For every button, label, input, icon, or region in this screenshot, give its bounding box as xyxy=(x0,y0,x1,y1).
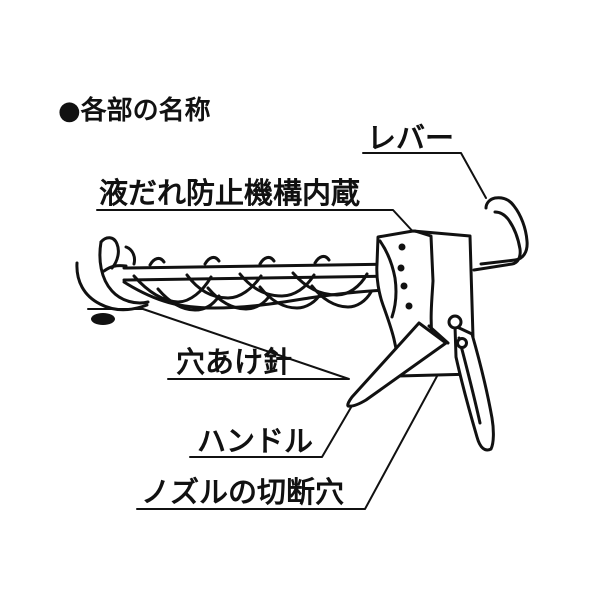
rear-rivet-3 xyxy=(400,282,408,290)
handle-leader-line xyxy=(189,391,361,458)
lever-outline-outer xyxy=(479,196,529,266)
nozzle-cutting-hole-leader-line xyxy=(136,342,456,510)
label-drip-prevention: 液だれ防止機構内蔵 xyxy=(99,176,360,210)
lever-outline-inner xyxy=(472,210,522,272)
label-lever: レバー xyxy=(367,121,454,155)
diagram-title: ●各部の名称 xyxy=(58,95,211,126)
nozzle-cutting-hole-lower xyxy=(456,337,468,349)
rod-loop-2 xyxy=(203,255,221,266)
rod-loop-1 xyxy=(148,256,166,267)
rear-rivet-2 xyxy=(397,264,405,272)
rod-loop-3 xyxy=(258,255,276,266)
caulking-gun-illustration xyxy=(75,196,529,452)
lower-coil-4 xyxy=(310,284,373,309)
lower-coil-3 xyxy=(258,285,323,310)
rod-front-bend xyxy=(102,264,128,273)
label-handle: ハンドル xyxy=(197,424,313,458)
rear-mechanism-front-curve xyxy=(378,239,398,319)
front-cradle-hook xyxy=(124,245,136,266)
label-nozzle-cutting-hole: ノズルの切断穴 xyxy=(141,475,344,509)
front-nozzle-cap xyxy=(91,313,115,325)
front-cradle-lower-curve xyxy=(75,261,149,312)
lower-coil-2 xyxy=(206,286,272,311)
front-cradle-inner-curve xyxy=(98,240,150,305)
rear-rivet-1 xyxy=(398,243,406,251)
cylinder-coil-1 xyxy=(132,274,213,304)
label-piercing-needle: 穴あけ針 xyxy=(176,345,292,379)
lower-coil-1 xyxy=(156,287,221,312)
upper-frame-rail xyxy=(122,262,400,270)
lever-leader-line xyxy=(362,152,487,199)
rear-rivet-4 xyxy=(405,302,413,310)
handle-top-edge xyxy=(427,324,450,345)
handle-shape xyxy=(346,321,448,408)
front-cradle-top-curl xyxy=(99,236,120,270)
nozzle-cutting-hole-upper xyxy=(447,314,463,330)
rod-loop-4 xyxy=(313,254,331,265)
